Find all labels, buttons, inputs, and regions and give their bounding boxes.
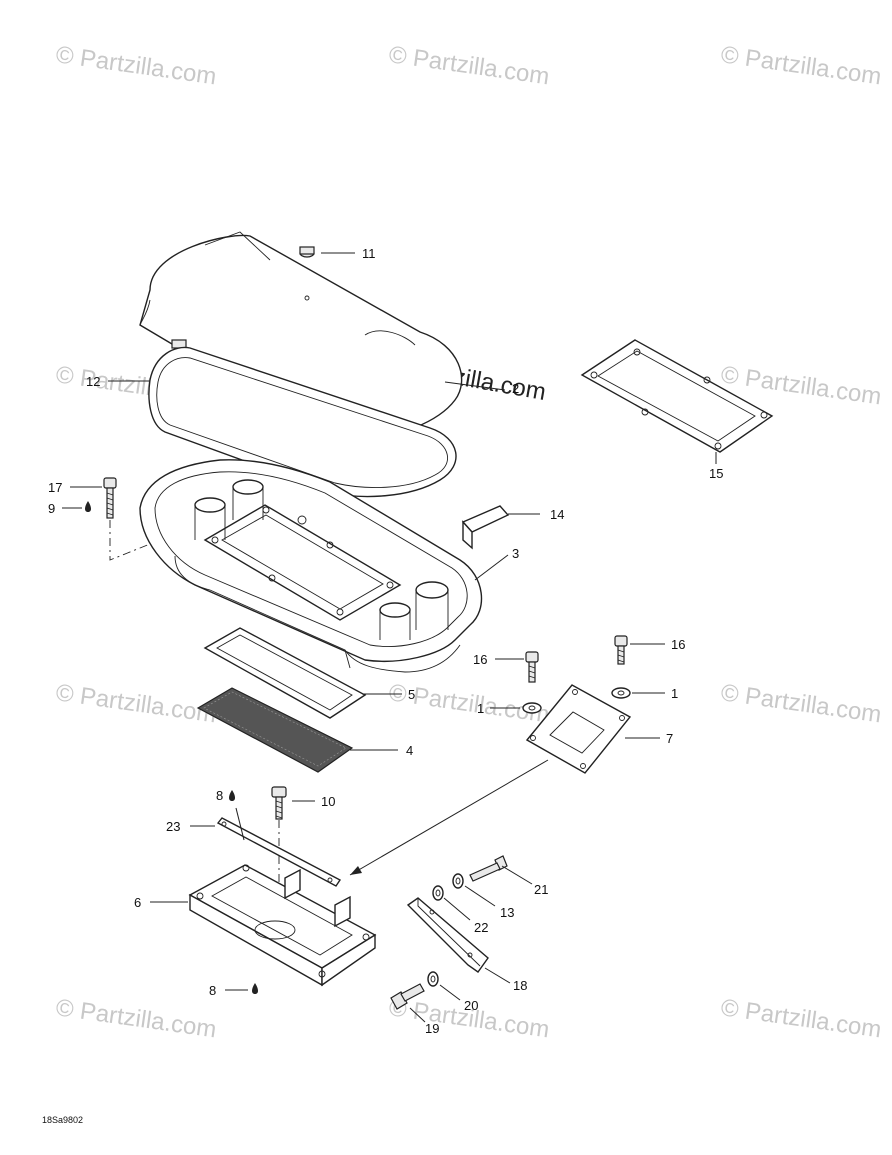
watermark: © Partzilla.com <box>54 679 218 728</box>
callout-label: 15 <box>709 466 723 481</box>
part-washer-13 <box>452 873 464 889</box>
sealant-drop-icon <box>229 790 235 801</box>
watermark: © Partzilla.com <box>719 41 883 90</box>
callout-label: 22 <box>474 920 488 935</box>
callout-label: 16 <box>473 652 487 667</box>
part-bracket-7 <box>525 684 632 774</box>
sealant-drop-icon <box>252 983 258 994</box>
callout-label: 1 <box>671 686 678 701</box>
callout-label: 20 <box>464 998 478 1013</box>
part-airbox-3 <box>139 459 483 673</box>
callout-label: 18 <box>513 978 527 993</box>
watermark: © Partzilla.com <box>54 994 218 1043</box>
callouts: 11 12 2 15 17 9 14 3 16 16 5 1 1 7 4 8 1… <box>48 246 723 1036</box>
part-plug-11 <box>299 246 315 258</box>
callout-label: 8 <box>216 788 223 803</box>
callout-label: 1 <box>477 701 484 716</box>
callout-label: 8 <box>209 983 216 998</box>
part-washer-22 <box>432 885 444 901</box>
watermark: © Partzilla.com <box>719 679 883 728</box>
part-gasket-15 <box>580 339 774 453</box>
part-strip-23 <box>216 817 342 887</box>
callout-label: 2 <box>512 381 519 396</box>
part-gasket-5 <box>203 627 367 719</box>
part-bolt-10 <box>271 786 287 820</box>
part-screw-16-right <box>614 635 628 665</box>
callout-label: 21 <box>534 882 548 897</box>
callout-label: 6 <box>134 895 141 910</box>
leader-lines <box>62 252 717 1023</box>
assembly-arrow <box>349 759 549 876</box>
part-screw-19 <box>390 983 425 1010</box>
part-washer-1-left <box>522 702 542 714</box>
part-clip-14 <box>461 505 510 550</box>
callout-label: 7 <box>666 731 673 746</box>
callout-label: 19 <box>425 1021 439 1036</box>
callout-label: 3 <box>512 546 519 561</box>
part-screw-17 <box>103 477 117 519</box>
part-washer-20 <box>427 971 439 987</box>
part-gasket-12 <box>148 346 457 498</box>
part-base-6 <box>188 864 377 987</box>
callout-label: 10 <box>321 794 335 809</box>
part-screen-4 <box>196 687 354 773</box>
part-bolt-21 <box>469 855 508 882</box>
watermark: © Partzilla.com <box>387 41 551 90</box>
part-screw-16-left <box>525 651 539 683</box>
callout-label: 12 <box>86 374 100 389</box>
part-bracket-18 <box>406 897 489 973</box>
reference-code: 18Sa9802 <box>42 1115 83 1125</box>
callout-label: 5 <box>408 687 415 702</box>
callout-label: 13 <box>500 905 514 920</box>
callout-label: 4 <box>406 743 413 758</box>
callout-label: 17 <box>48 480 62 495</box>
callout-label: 16 <box>671 637 685 652</box>
callout-label: 23 <box>166 819 180 834</box>
callout-label: 11 <box>362 246 376 261</box>
watermark: © Partzilla.com <box>719 994 883 1043</box>
callout-label: 14 <box>550 507 564 522</box>
callout-label: 9 <box>48 501 55 516</box>
part-washer-1-right <box>611 687 631 699</box>
sealant-drop-icon <box>85 501 91 512</box>
watermark: © Partzilla.com <box>54 41 218 90</box>
assembly-line <box>109 520 161 561</box>
